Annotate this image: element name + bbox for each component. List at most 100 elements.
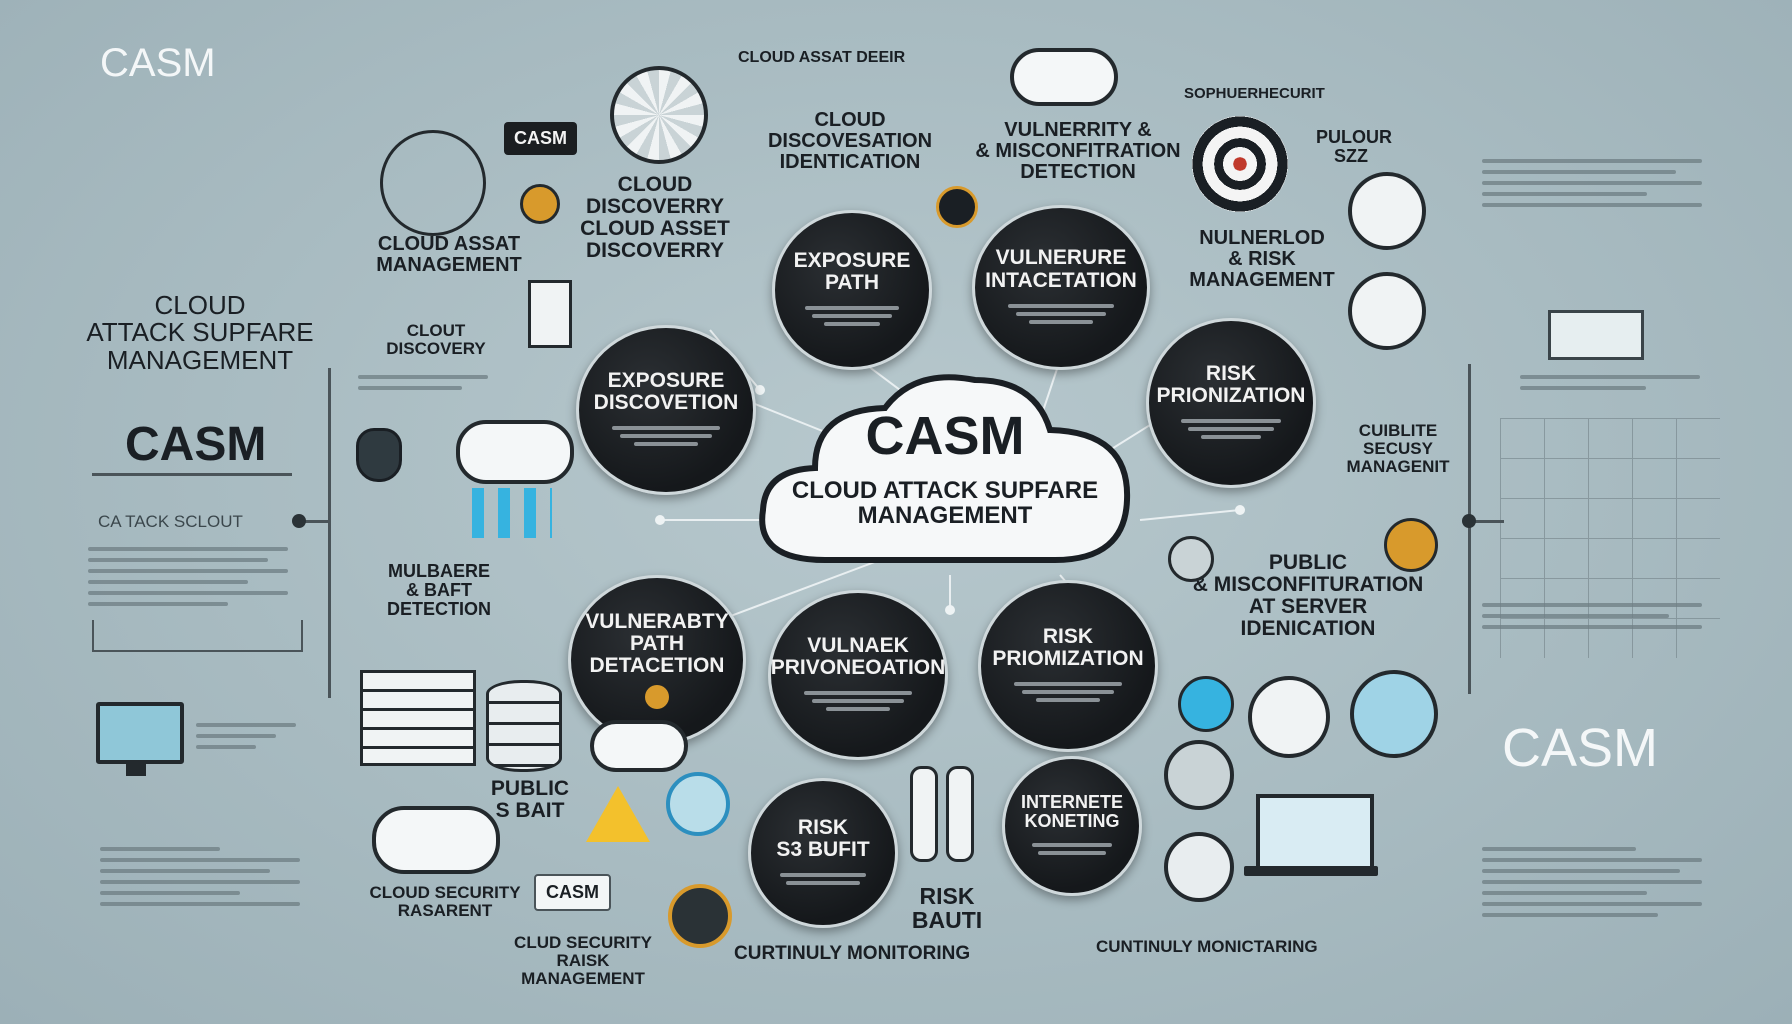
- right-bottom-text-block: [1482, 840, 1702, 924]
- node-internete-koneting-text: INTERNETE KONETING: [1020, 792, 1123, 831]
- database-icon: [360, 670, 476, 766]
- mid-left-text-block: [358, 368, 488, 397]
- node-lines: [1032, 839, 1112, 859]
- right-top-text-block: [1482, 152, 1702, 214]
- left-bracket-dot: [292, 514, 306, 528]
- laptop-icon: [1256, 794, 1374, 870]
- public-misconfig-label: PUBLIC & MISCONFITURATION AT SERVER IDEN…: [1192, 551, 1424, 641]
- node-vulnaek-privoneoation-text: VULNAEK PRIVONEOATION: [770, 633, 946, 679]
- node-exposure-path-text: EXPOSURE PATH: [793, 248, 911, 294]
- cloud-discovery-ident-label: CLOUD DISCOVESATION IDENTICATION: [767, 109, 933, 173]
- thermometer-icon-2: [946, 766, 974, 862]
- node-exposure-discovetion-text: EXPOSURE DISCOVETION: [593, 368, 739, 414]
- lock-icon: [520, 184, 560, 224]
- cloud-discovery-asset-label: CLOUD DISCOVERRY CLOUD ASSET DISCOVERRY: [580, 173, 730, 263]
- node-vulnerability-path-text: VULNERABTY PATH DETACETION: [585, 609, 729, 678]
- window-icon: [1548, 310, 1644, 360]
- cloud-asset-top-label: CLOUD ASSAT DEEIR: [738, 49, 906, 66]
- casm-badge: CASM: [504, 122, 577, 155]
- risk-bauti-label: RISK BAUTI: [911, 883, 983, 934]
- continuous-monitoring-label-1: CURTINULY MONITORING: [734, 943, 971, 964]
- shield-icon: [356, 428, 402, 482]
- center-cloud-shape: [759, 374, 1131, 563]
- medal-icon: [1384, 518, 1438, 572]
- attack-scout-label: CA TACK SCLOUT: [98, 512, 243, 531]
- monitor-stand-icon: [126, 760, 146, 776]
- node-internete-koneting: INTERNETE KONETING: [1002, 756, 1142, 896]
- right-grid: [1500, 418, 1720, 658]
- cloud-security-icon: [372, 806, 500, 874]
- right-mid-text-block: [1520, 368, 1700, 397]
- left-bracket-tick: [298, 520, 330, 523]
- thermometer-icon-1: [910, 766, 938, 862]
- laptop-base-icon: [1244, 866, 1378, 876]
- left-bracket-line: [328, 368, 331, 698]
- compass-icon: [1348, 172, 1426, 250]
- node-risk-prionization-text: RISK PRIONIZATION: [1156, 361, 1306, 407]
- node-exposure-discovetion: EXPOSURE DISCOVETION: [576, 325, 756, 495]
- casm-bottom-badge: CASM: [534, 874, 611, 911]
- node-lines: [779, 869, 867, 889]
- warning-icon: [586, 786, 650, 842]
- antenna-icon: [380, 130, 486, 236]
- radar-small-icon: [1248, 676, 1330, 758]
- storage-disk-icon: [486, 680, 562, 772]
- cloud-rain-icon: [456, 420, 574, 484]
- sophisecurity-label: SOPHUERHECURIT: [1184, 85, 1325, 102]
- cloud-discovery-small-label: CLOUT DISCOVERY: [386, 321, 486, 358]
- casm-bottom-right-label: CASM: [1502, 718, 1659, 778]
- cloud-assat-management-label: CLOUD ASSAT MANAGEMENT: [376, 233, 522, 276]
- clud-security-raisk-label: CLUD SECURITY RAISK MANAGEMENT: [514, 933, 652, 988]
- node-vulnaek-privoneoation: VULNAEK PRIVONEOATION: [768, 590, 948, 760]
- eye-icon: [1168, 536, 1214, 582]
- pulour-szz-label: PULOUR SZZ: [1316, 127, 1392, 166]
- right-bracket-dot: [1462, 514, 1476, 528]
- left-bracket-box: [92, 620, 303, 652]
- node-vulnerure-intacetation-text: VULNERURE INTACETATION: [985, 246, 1137, 292]
- rain-drops-icon: [472, 488, 552, 538]
- at-icon: [1164, 740, 1234, 810]
- target-icon: [1192, 116, 1288, 212]
- cloud-small-icon: [590, 720, 688, 772]
- node-vulnerability-path: VULNERABTY PATH DETACETION: [568, 575, 746, 745]
- center-title: CASM: [865, 406, 1025, 466]
- casm-underline: [92, 473, 292, 476]
- cloud-icon: [1010, 48, 1118, 106]
- cloud-attack-surface-label: CLOUD ATTACK SUPFARE MANAGEMENT: [86, 290, 314, 375]
- nulnerlod-risk-label: NULNERLOD & RISK MANAGEMENT: [1189, 227, 1335, 291]
- node-lines: [1180, 415, 1282, 443]
- gear-icon: [645, 685, 669, 710]
- cubelite-security-label: CUIBLITE SECUSY MANAGENIT: [1346, 421, 1450, 476]
- node-risk-prionization: RISK PRIONIZATION: [1146, 318, 1316, 488]
- server-tower-icon: [528, 280, 572, 348]
- node-risk-prioritization-2-text: RISK PRIOMIZATION: [992, 624, 1144, 670]
- node-vulnerure-intacetation: VULNERURE INTACETATION: [972, 205, 1150, 370]
- mulbaere-baft-label: MULBAERE & BAFT DETECTION: [386, 561, 491, 619]
- node-risk-prioritization-2: RISK PRIOMIZATION: [978, 580, 1158, 752]
- radar-icon: [610, 66, 708, 164]
- continuous-monitoring-label-2: CUNTINULY MONICTARING: [1096, 937, 1318, 956]
- node-risk-s3-buft-text: RISK S3 BUFIT: [776, 815, 870, 861]
- node-lines: [1007, 300, 1115, 328]
- casm-corner-label: CASM: [100, 41, 216, 85]
- fingerprint-icon: [666, 772, 730, 836]
- center-subtitle: CLOUD ATTACK SUPFARE MANAGEMENT: [791, 477, 1099, 530]
- wheel-icon: [1348, 272, 1426, 350]
- right-bracket-tick: [1468, 520, 1504, 523]
- monitor-text-block: [196, 716, 296, 756]
- crosshair-icon: [668, 884, 732, 948]
- node-risk-s3-buft: RISK S3 BUFIT: [748, 778, 898, 928]
- right-lower-text-block: [1482, 596, 1702, 636]
- left-bottom-text-block: [100, 840, 300, 913]
- bulb-icon: [936, 186, 978, 228]
- left-text-block: [88, 540, 288, 613]
- eye-shield-icon: [1350, 670, 1438, 758]
- right-bracket-line: [1468, 364, 1471, 694]
- public-s3-label: PUBLIC S BAIT: [490, 777, 570, 823]
- fingerprint-small-icon: [1164, 832, 1234, 902]
- node-lines: [612, 422, 720, 450]
- node-lines: [1014, 678, 1122, 706]
- node-lines: [804, 687, 912, 715]
- node-exposure-path: EXPOSURE PATH: [772, 210, 932, 370]
